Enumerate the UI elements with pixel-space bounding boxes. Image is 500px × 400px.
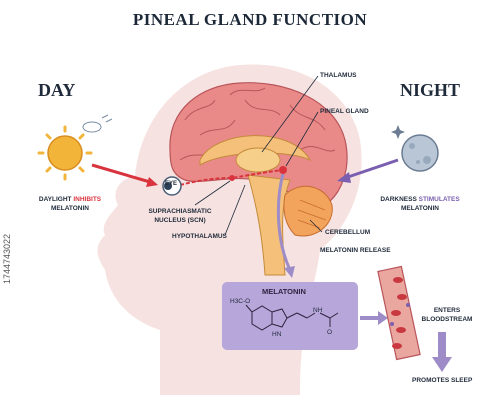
day-heading: DAY — [38, 80, 76, 100]
thalamus-region — [235, 147, 281, 173]
hypothalamus-label: HYPOTHALAMUS — [172, 233, 227, 240]
brain-folds — [179, 87, 336, 161]
pineal-gland-label: PINEAL GLAND — [320, 108, 369, 115]
molecule-nh-label: NH — [313, 307, 323, 314]
molecule-methoxy-label: H3C-O — [230, 298, 251, 305]
night-caption-text: DARKNESS — [380, 196, 419, 203]
melatonin-molecule — [245, 304, 339, 331]
day-caption: DAYLIGHT INHIBITS MELATONIN — [30, 195, 110, 213]
watermark-id: 1744743022 — [2, 233, 12, 284]
eye-iris — [164, 182, 172, 190]
melatonin-release-arrow — [276, 173, 292, 271]
melatonin-release-label: MELATONIN RELEASE — [320, 247, 391, 254]
melatonin-box-title: MELATONIN — [262, 287, 306, 296]
day-caption-emphasis: INHIBITS — [73, 196, 102, 203]
molecule-o-label: O — [327, 329, 333, 336]
enters-line1: ENTERS — [433, 307, 461, 314]
darkness-arrow — [344, 158, 399, 180]
molecule-hn-label: HN — [272, 331, 282, 338]
daylight-arrow — [91, 163, 151, 184]
cerebellum-label: CEREBELLUM — [325, 229, 371, 236]
sun-icon — [37, 125, 93, 181]
eye-label: EYE — [165, 181, 178, 187]
night-caption-emphasis: STIMULATES — [418, 196, 460, 203]
enters-bloodstream-label: ENTERS BLOODSTREAM — [412, 306, 482, 324]
enters-line2: BLOODSTREAM — [421, 316, 473, 323]
day-caption-text: DAYLIGHT — [38, 196, 74, 203]
day-caption-line2: MELATONIN — [50, 205, 90, 212]
scn — [229, 175, 235, 181]
scn-label-line1: SUPRACHIASMATIC — [148, 208, 212, 215]
night-caption-line2: MELATONIN — [400, 205, 440, 212]
promotes-sleep-label: PROMOTES SLEEP — [412, 377, 473, 384]
page-title: PINEAL GLAND FUNCTION — [132, 10, 368, 29]
label-leaders — [194, 75, 323, 236]
cerebellum-region — [283, 185, 333, 237]
moon-icon — [391, 125, 439, 172]
scn-label-line2: NUCLEUS (SCN) — [154, 217, 206, 224]
cloud-icon — [82, 114, 113, 133]
scn-label: SUPRACHIASMATIC NUCLEUS (SCN) — [140, 207, 220, 225]
blood-vessel — [377, 265, 421, 361]
night-caption: DARKNESS STIMULATES MELATONIN — [370, 195, 470, 213]
night-heading: NIGHT — [400, 80, 461, 100]
thalamus-label: THALAMUS — [320, 72, 357, 79]
promotes-sleep-arrow — [438, 332, 446, 358]
